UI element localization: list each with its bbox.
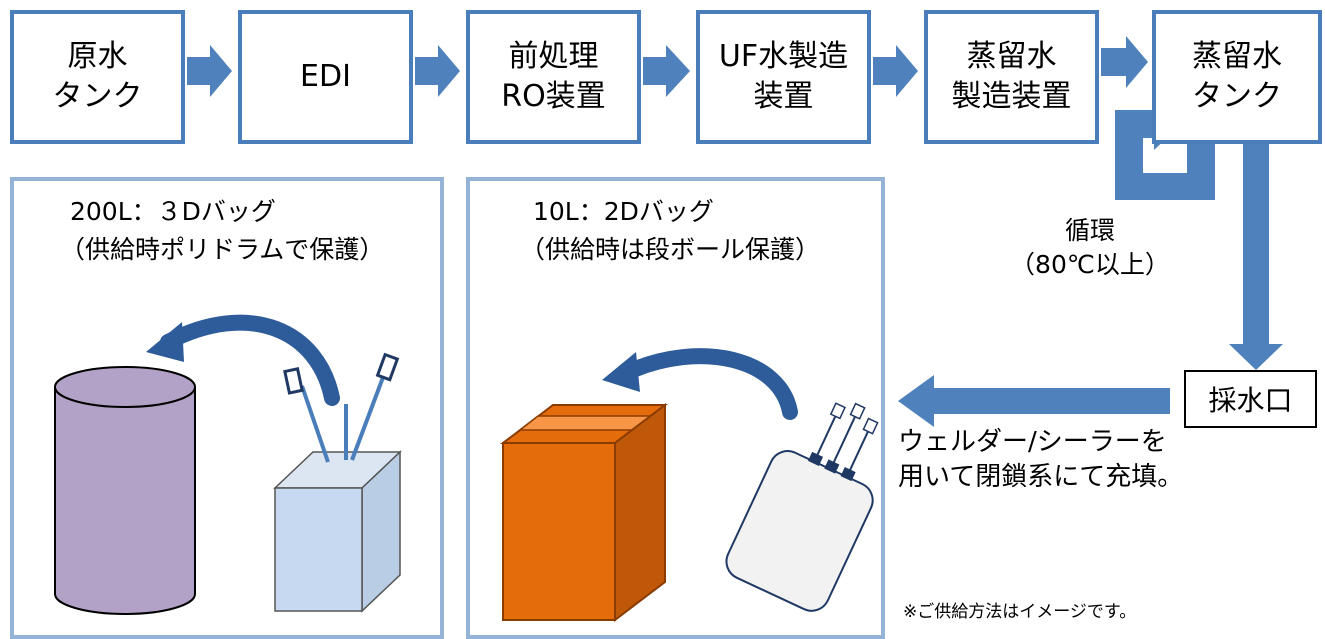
2d-bag-icon	[725, 402, 879, 612]
panel-right-caption: 10L：2Dバッグ	[533, 194, 714, 230]
circulation-label: 循環 （80℃以上）	[1010, 214, 1170, 282]
panel-left-caption: 200L：３Dバッグ	[70, 194, 276, 230]
circulation-label-line2: （80℃以上）	[1010, 250, 1170, 279]
step-label-line1: 蒸留水	[1192, 39, 1282, 74]
step-label-line2: タンク	[52, 79, 143, 114]
panel-left-caption-line1: 200L：３Dバッグ	[70, 197, 276, 226]
outlet-box: 採水口	[1184, 370, 1317, 428]
step-distilled-water-tank: 蒸留水 タンク	[1152, 10, 1322, 144]
flow-arrow-1	[187, 45, 232, 97]
step-label-line1: 原水	[67, 39, 128, 74]
step-label-line1: EDI	[300, 59, 351, 94]
cardboard-box-icon	[500, 402, 668, 623]
flow-arrow-2	[415, 45, 460, 97]
fill-arrow-shaft	[932, 388, 1170, 414]
step-uf-water-unit: UF水製造 装置	[696, 10, 871, 144]
step-label-line1: UF水製造	[718, 39, 849, 74]
panel-left-caption-line2: （供給時ポリドラムで保護）	[60, 235, 385, 264]
step-label-line2: 装置	[753, 79, 814, 114]
step-label-line1: 蒸留水	[966, 39, 1057, 74]
panel-right-caption-line1: 10L：2Dバッグ	[533, 197, 714, 226]
fill-note-line1: ウェルダー/シーラーを	[898, 427, 1167, 457]
flow-arrow-4	[873, 45, 918, 97]
step-pretreatment-ro: 前処理 RO装置	[466, 10, 641, 144]
step-label-line2: タンク	[1192, 79, 1282, 114]
step-label-line1: 前処理	[508, 39, 599, 74]
step-label-line2: RO装置	[501, 79, 606, 114]
3d-bag-icon	[273, 352, 402, 613]
outlet-label: 採水口	[1208, 384, 1293, 417]
flow-arrow-5	[1101, 36, 1148, 88]
pipe-down-arrowhead	[1229, 344, 1283, 370]
curved-arrow-icon	[146, 314, 340, 406]
fill-arrow-head	[898, 375, 934, 427]
flow-arrow-3	[643, 45, 690, 97]
step-label-line2: 製造装置	[951, 79, 1072, 114]
footnote: ※ご供給方法はイメージです。	[903, 602, 1137, 622]
pipe-down	[1243, 144, 1269, 346]
panel-right-caption-line2: （供給時は段ボール保護）	[520, 235, 821, 264]
circulation-label-line1: 循環	[1064, 216, 1115, 245]
panel-left-subcaption: （供給時ポリドラムで保護）	[60, 232, 384, 268]
polydrum-icon	[54, 366, 196, 615]
fill-note-line2: 用いて閉鎖系にて充填。	[898, 462, 1184, 492]
fill-note: ウェルダー/シーラーを 用いて閉鎖系にて充填。	[898, 425, 1183, 495]
curved-arrow-icon	[602, 348, 798, 420]
step-edi: EDI	[238, 10, 413, 144]
panel-right-subcaption: （供給時は段ボール保護）	[520, 232, 820, 268]
step-distilled-water-unit: 蒸留水 製造装置	[924, 10, 1099, 144]
step-raw-water-tank: 原水 タンク	[10, 10, 185, 144]
